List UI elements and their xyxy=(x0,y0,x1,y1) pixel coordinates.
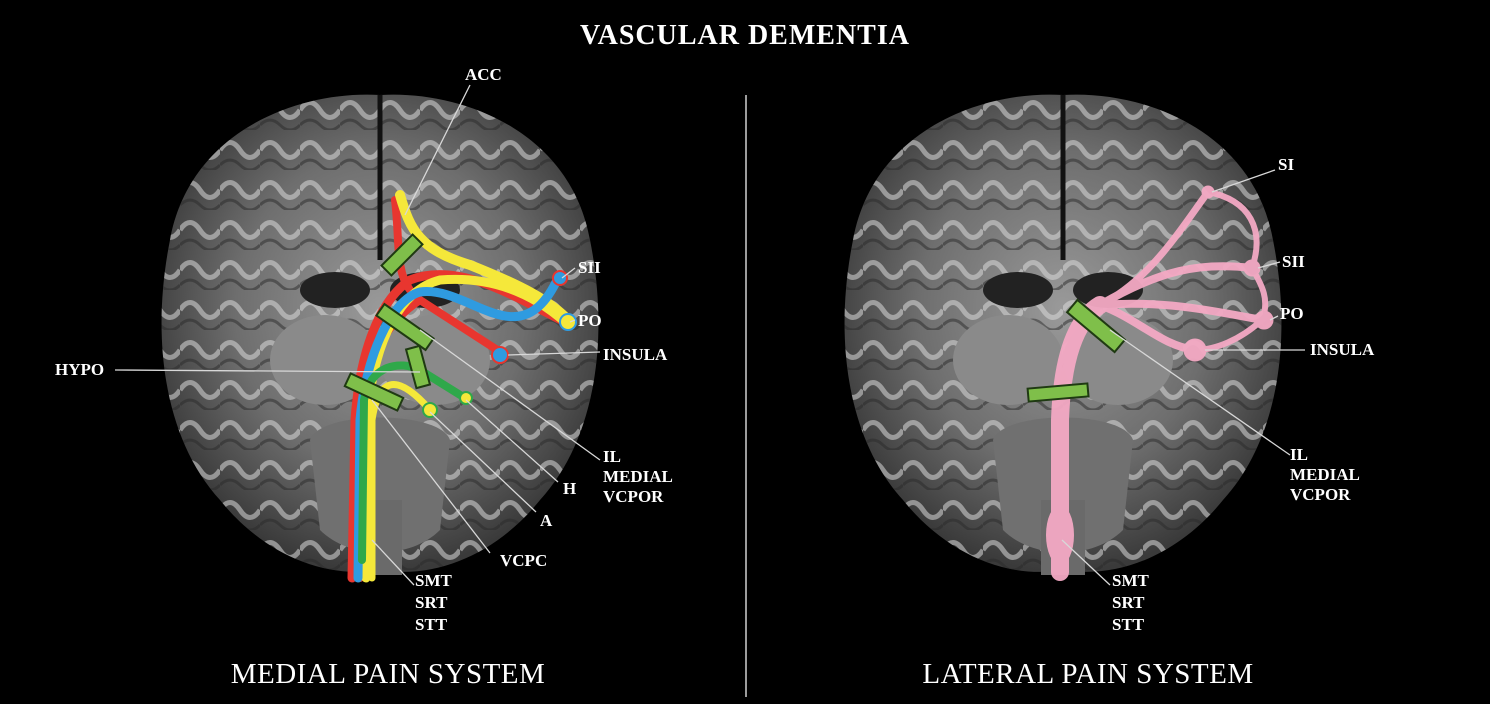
label-acc: ACC xyxy=(465,65,502,84)
label-srt: SRT xyxy=(415,593,448,612)
label-il: IL xyxy=(1290,445,1308,464)
medial-panel: ACC SII PO INSULA HYPO IL MEDIAL VCPOR H… xyxy=(55,65,673,690)
lesion-markers xyxy=(343,233,435,412)
label-smt: SMT xyxy=(415,571,453,590)
label-stt: STT xyxy=(1112,615,1145,634)
medial-caption: MEDIAL PAIN SYSTEM xyxy=(231,658,546,690)
lesion-markers xyxy=(1026,298,1127,403)
label-il: IL xyxy=(603,447,621,466)
label-hypo: HYPO xyxy=(55,360,104,379)
lateral-caption: LATERAL PAIN SYSTEM xyxy=(922,658,1253,690)
label-po: PO xyxy=(1280,304,1304,323)
label-smt: SMT xyxy=(1112,571,1150,590)
label-sii: SII xyxy=(1282,252,1305,271)
label-vcpor: VCPOR xyxy=(603,487,664,506)
label-medial: MEDIAL xyxy=(1290,465,1360,484)
label-po: PO xyxy=(578,311,602,330)
lateral-tracts xyxy=(1046,185,1274,581)
label-insula: INSULA xyxy=(603,345,668,364)
label-vcpor: VCPOR xyxy=(1290,485,1351,504)
label-srt: SRT xyxy=(1112,593,1145,612)
leader-lines xyxy=(1061,169,1305,586)
label-medial: MEDIAL xyxy=(603,467,673,486)
label-h: H xyxy=(563,479,576,498)
label-stt: STT xyxy=(415,615,448,634)
leader-lines xyxy=(114,84,601,586)
medial-tracts xyxy=(347,190,577,583)
figure-title: VASCULAR DEMENTIA xyxy=(580,20,910,51)
label-insula: INSULA xyxy=(1310,340,1375,359)
label-si: SI xyxy=(1278,155,1294,174)
label-a: A xyxy=(540,511,553,530)
label-sii: SII xyxy=(578,258,601,277)
lateral-panel: SI SII PO INSULA IL MEDIAL VCPOR SMT SRT… xyxy=(845,95,1375,690)
label-vcpc: VCPC xyxy=(500,551,547,570)
